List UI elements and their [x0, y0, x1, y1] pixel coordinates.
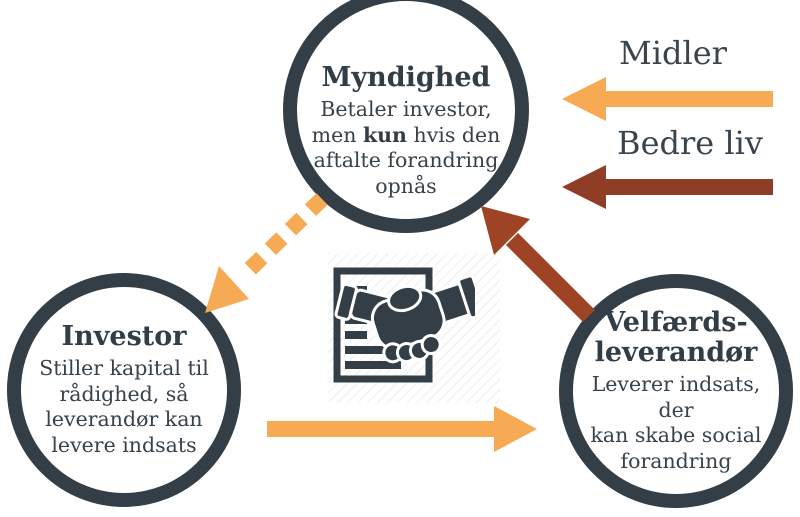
node-velfaerd-title: Velfærds- leverandør	[594, 306, 758, 369]
body-line: leverandør kan	[45, 407, 203, 432]
node-investor-body: Stiller kapital til rådighed, så leveran…	[39, 356, 209, 458]
body-line: Leverer indsats, der	[591, 372, 761, 422]
node-myndighed-body: Betaler investor, men kun hvis den aftal…	[312, 97, 501, 199]
body-line: levere indsats	[51, 432, 197, 457]
body-line: kan skabe social	[590, 423, 762, 448]
dashed-arrow-myndighed-to-investor	[205, 193, 328, 313]
body-line: Betaler investor,	[320, 97, 492, 122]
node-velfaerdsleverandoer: Velfærds- leverandør Leverer indsats, de…	[559, 274, 793, 508]
body-line: opnås	[375, 173, 437, 198]
legend-bedre-liv-arrow	[562, 165, 773, 209]
body-line: rådighed, så	[59, 381, 189, 406]
legend-bedre-liv-label: Bedre liv	[617, 124, 763, 162]
node-myndighed-title: Myndighed	[321, 62, 491, 94]
legend-midler-label: Midler	[619, 34, 727, 72]
node-investor-title: Investor	[61, 321, 187, 353]
node-investor: Investor Stiller kapital til rådighed, s…	[7, 273, 241, 507]
body-line: aftalte forandring	[313, 148, 499, 173]
legend-midler-arrow	[562, 77, 773, 121]
handshake-icon	[334, 274, 475, 364]
contract-handshake-icon	[333, 267, 475, 383]
node-velfaerd-body: Leverer indsats, der kan skabe social fo…	[573, 372, 779, 474]
body-line: Stiller kapital til	[39, 356, 209, 381]
arrow-investor-to-leverandoer	[267, 406, 537, 452]
node-myndighed: Myndighed Betaler investor, men kun hvis…	[283, 0, 529, 233]
body-line: men kun hvis den	[311, 122, 501, 147]
body-line: forandring	[620, 448, 732, 473]
